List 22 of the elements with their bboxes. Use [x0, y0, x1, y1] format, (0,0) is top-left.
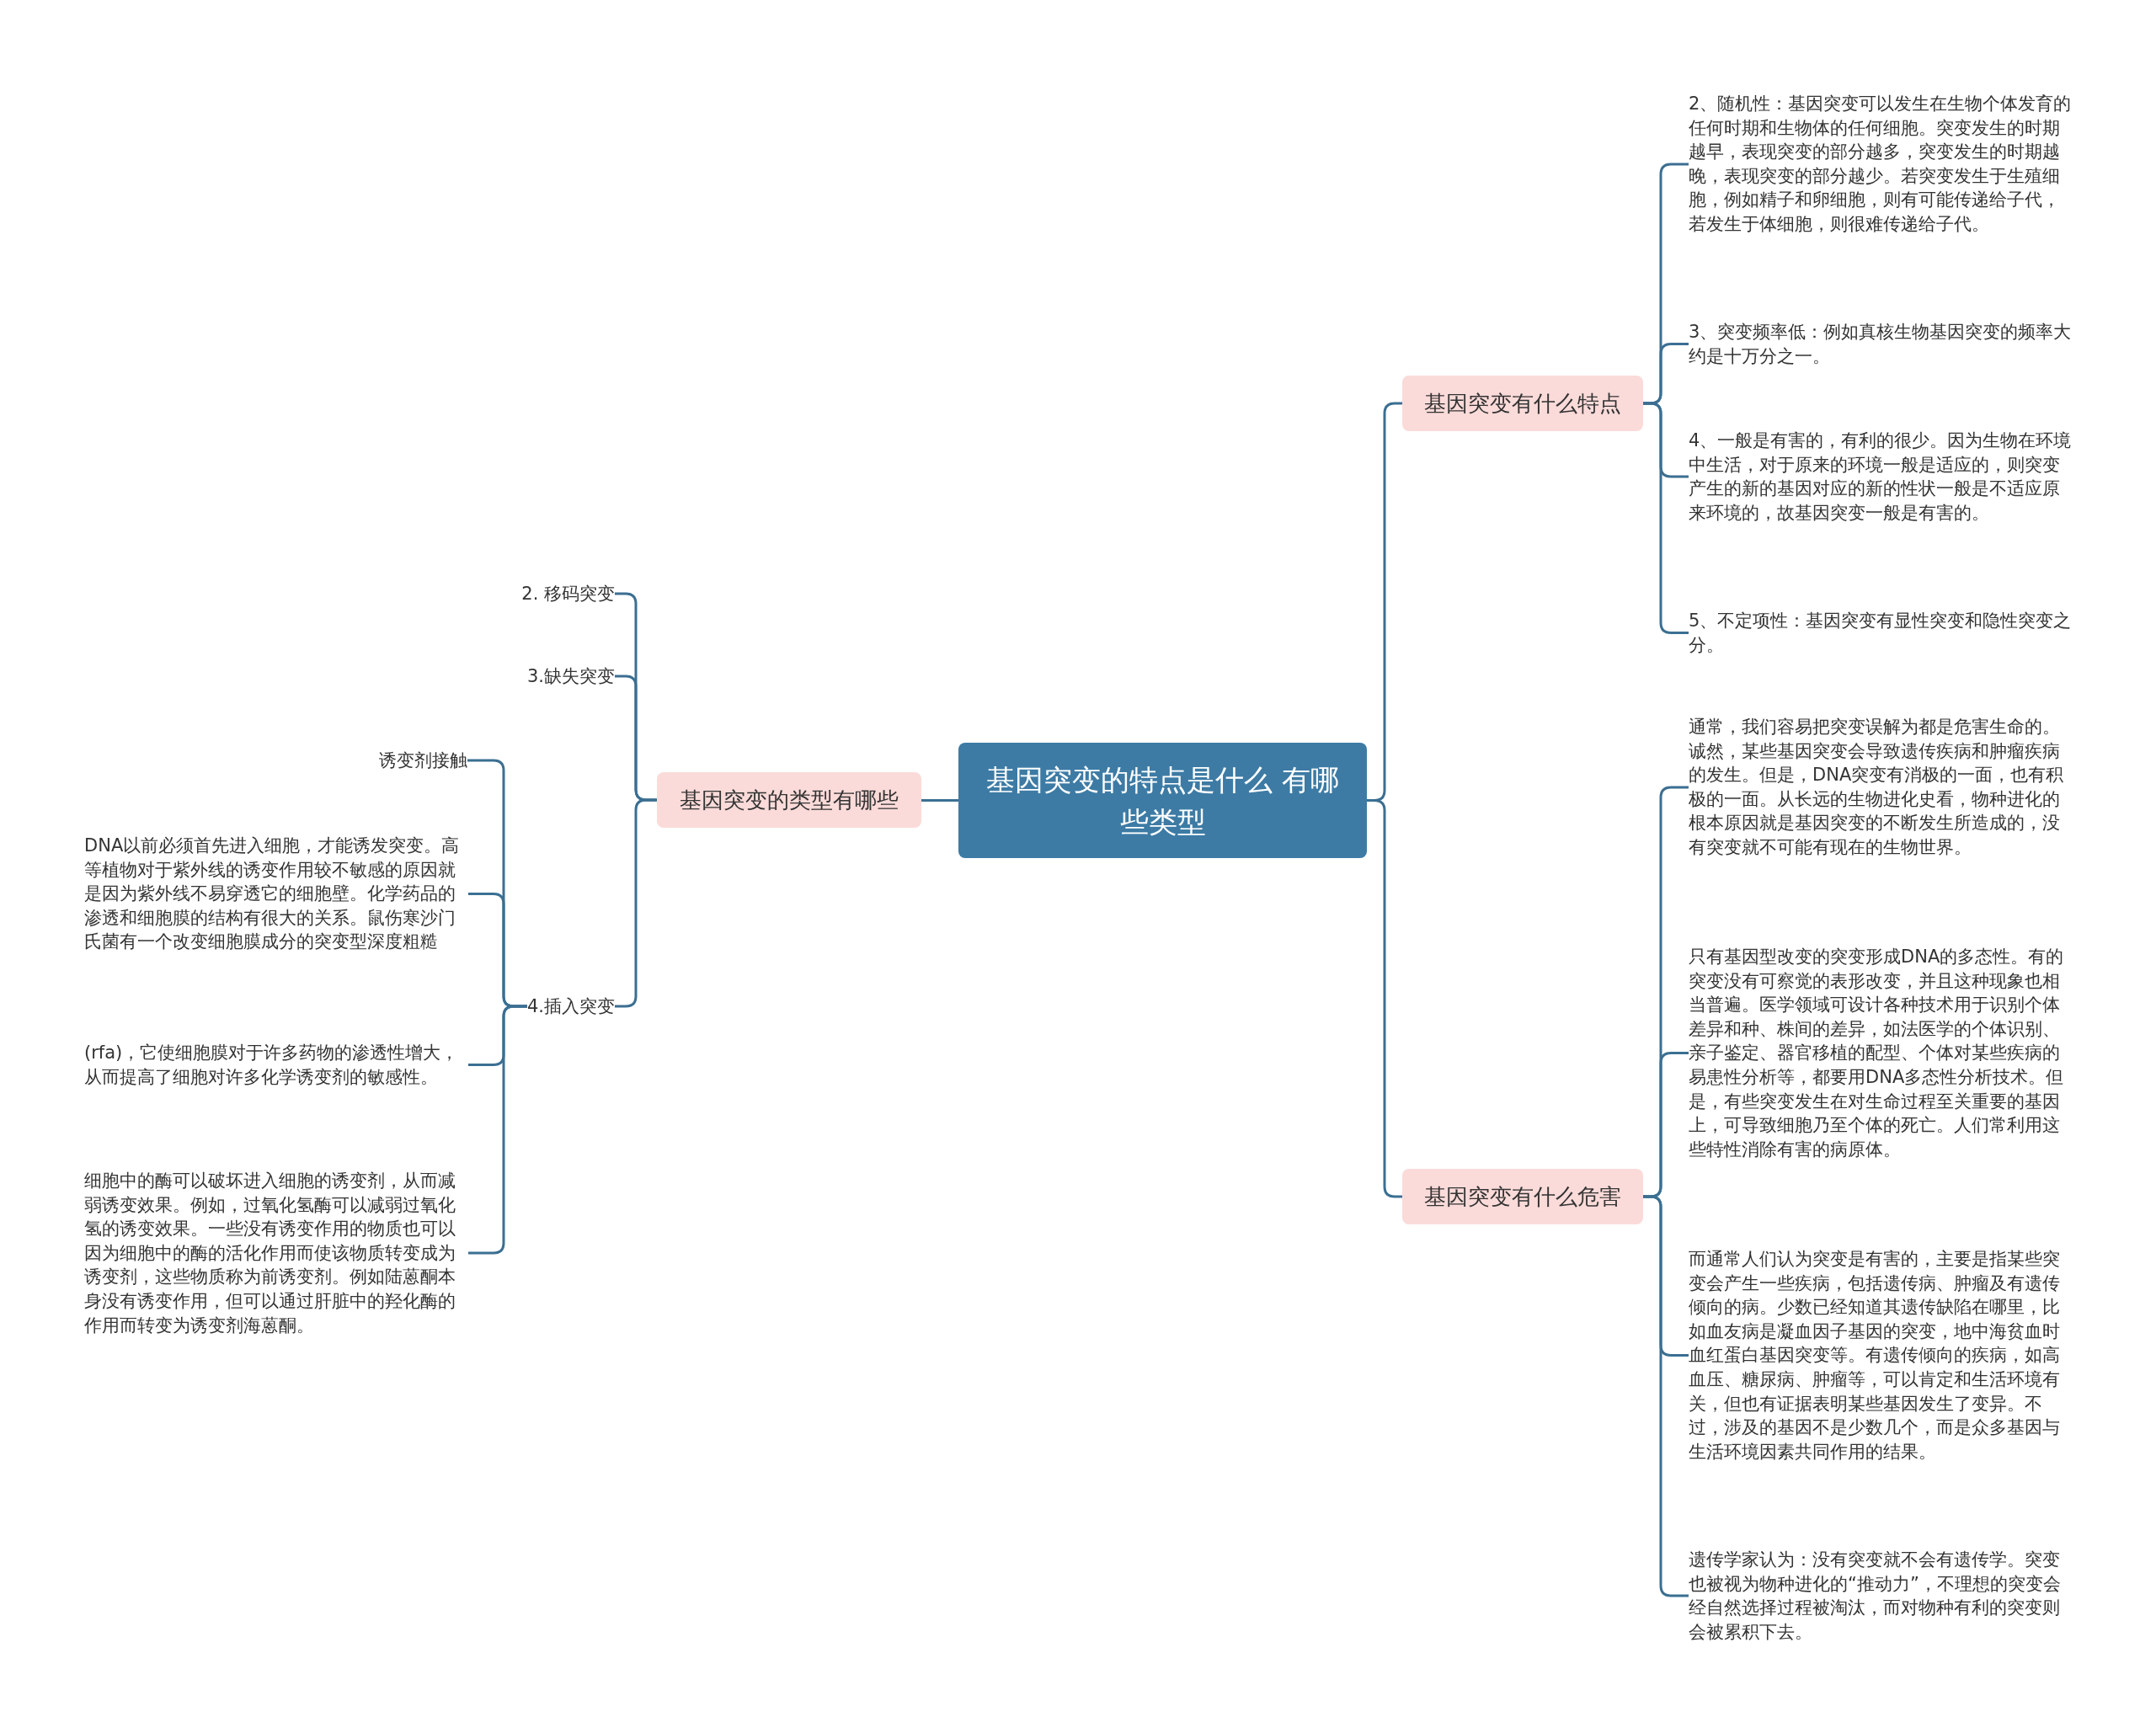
- connector-line: [468, 1005, 527, 1255]
- note-text: 通常，我们容易把突变误解为都是危害生命的。诚然，某些基因突变会导致遗传疾病和肿瘤疾病的发生。但是，DNA突变有消极的一面，也有积极的一面。从长远的生物进化史看，物种进化的根本原因就是基因突变的不断发生所造成的，没有突变就不可能有现在的生物世界。: [1689, 715, 2073, 860]
- note-text: 而通常人们认为突变是有害的，主要是指某些突变会产生一些疾病，包括遗传病、肿瘤及有遗传倾向的病。少数已经知道其遗传缺陷在哪里，比如血友病是凝血因子基因的突变，地中海贫血时血红蛋白基因突变等。有遗传倾向的疾病，如高血压、糖尿病、肿瘤等，可以肯定和生活环境有关，但也有证据表明某些基因发生了变异。不过，涉及的基因不是少数几个，而是众多基因与生活环境因素共同作用的结果。: [1689, 1247, 2073, 1464]
- note-text: 5、不定项性：基因突变有显性突变和隐性突变之分。: [1689, 609, 2073, 658]
- note-text: 4、一般是有害的，有利的很少。因为生物在环境中生活，对于原来的环境一般是适应的，则突变产生的新的基因对应的新的性状一般是不适应原来环境的，故基因突变一般是有害的。: [1689, 429, 2073, 525]
- note-text: 2、随机性：基因突变可以发生在生物个体发育的任何时期和生物体的任何细胞。突变发生的时期越早，表现突变的部分越多，突变发生的时期越晚，表现突变的部分越少。若突变发生于生殖细胞，例如精子和卵细胞，则有可能传递给子代，若发生于体细胞，则很难传递给子代。: [1689, 92, 2073, 237]
- subtopic-text: 3.缺失突变: [526, 664, 615, 689]
- branch-topic: 基因突变有什么危害: [1402, 1169, 1643, 1224]
- connector-line: [921, 799, 958, 802]
- note-text: DNA以前必须首先进入细胞，才能诱发突变。高等植物对于紫外线的诱变作用较不敏感的原因就是因为紫外线不易穿透它的细胞壁。化学药品的渗透和细胞膜的结构有很大的关系。鼠伤寒沙门氏菌有一个改变细胞膜成分的突变型深度粗糙: [84, 834, 468, 954]
- branch-topic: 基因突变的类型有哪些: [657, 772, 921, 828]
- subtopic-text: 2. 移码突变: [521, 581, 615, 606]
- note-text: 只有基因型改变的突变形成DNA的多态性。有的突变没有可察觉的表形改变，并且这种现象也相当普遍。医学领域可设计各种技术用于识别个体差异和种、株间的差异，如法医学的个体识别、亲子鉴定、器官移植的配型、个体对某些疾病的易患性分析等，都要用DNA多态性分析技术。但是，有些突变发生在对生命过程至关重要的基因上，可导致细胞乃至个体的死亡。人们常利用这些特性消除有害的病原体。: [1689, 945, 2073, 1162]
- subtopic-text: 4.插入突变: [526, 994, 615, 1019]
- central-topic: 基因突变的特点是什么 有哪些类型: [958, 743, 1367, 858]
- subtopic-text: 诱变剂接触: [379, 748, 467, 773]
- note-text: 遗传学家认为：没有突变就不会有遗传学。突变也被视为物种进化的“推动力”，不理想的突变会经自然选择过程被淘汰，而对物种有利的突变则会被累积下去。: [1689, 1548, 2073, 1645]
- branch-topic: 基因突变有什么特点: [1402, 376, 1643, 431]
- note-text: 3、突变频率低：例如真核生物基因突变的频率大约是十万分之一。: [1689, 320, 2073, 369]
- connector-line: [1367, 799, 1402, 1198]
- note-text: 细胞中的酶可以破坏进入细胞的诱变剂，从而减弱诱变效果。例如，过氧化氢酶可以减弱过氧化氢的诱变效果。一些没有诱变作用的物质也可以因为细胞中的酶的活化作用而使该物质转变成为诱变剂，这些物质称为前诱变剂。例如陆蒽酮本身没有诱变作用，但可以通过肝脏中的羟化酶的作用而转变为诱变剂海蒽酮。: [84, 1169, 468, 1338]
- note-text: (rfa)，它使细胞膜对于许多药物的渗透性增大，从而提高了细胞对许多化学诱变剂的敏感性。: [84, 1041, 468, 1090]
